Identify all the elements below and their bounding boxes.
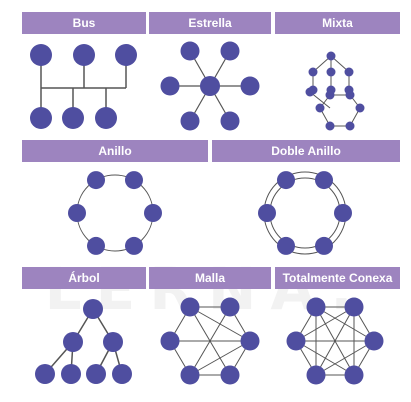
mixed-node: [326, 67, 336, 77]
double-ring-node: [277, 171, 295, 190]
full-node: [364, 331, 384, 351]
header-malla: Malla: [149, 267, 271, 289]
malla-topology: [160, 297, 260, 385]
mesh-link-line: [189, 306, 251, 342]
mixta-topology: [305, 51, 365, 131]
arbol-topology: [35, 299, 132, 384]
header-anillo: Anillo: [22, 140, 208, 162]
ring-node: [87, 171, 105, 190]
header-doble-anillo: Doble Anillo: [212, 140, 400, 162]
star-node: [180, 41, 200, 61]
double-ring-node: [258, 204, 276, 222]
estrella-topology: [160, 41, 260, 131]
inner-ring-line: [269, 177, 341, 249]
header-bus: Bus: [22, 12, 146, 34]
full-link-line: [295, 306, 355, 342]
mesh-node: [220, 297, 240, 317]
ring-node: [144, 204, 162, 222]
bus-node: [95, 107, 117, 129]
totalmente-conexa-topology: [286, 297, 384, 385]
mixed-node: [344, 67, 354, 77]
star-node: [220, 111, 240, 131]
tree-node: [61, 364, 81, 384]
star-node: [240, 76, 260, 96]
mixed-node: [305, 87, 315, 97]
anillo-topology: [68, 171, 162, 255]
header-arbol: Árbol: [22, 267, 146, 289]
full-link-line: [295, 340, 355, 376]
mesh-node: [180, 297, 200, 317]
ring-node: [68, 204, 86, 222]
mesh-node: [180, 365, 200, 385]
full-node: [306, 297, 326, 317]
mixed-node: [315, 103, 325, 113]
mesh-node: [160, 331, 180, 351]
tree-node: [103, 332, 123, 352]
header-estrella: Estrella: [149, 12, 271, 34]
full-node: [344, 365, 364, 385]
full-node: [286, 331, 306, 351]
double-ring-node: [315, 171, 333, 190]
tree-node: [86, 364, 106, 384]
bus-topology: [30, 44, 137, 129]
outer-ring-line: [263, 171, 347, 255]
bus-node: [73, 44, 95, 66]
full-node: [344, 297, 364, 317]
mixed-node: [345, 121, 355, 131]
mesh-link-line: [189, 340, 251, 376]
mixed-node: [325, 121, 335, 131]
mixed-node: [326, 51, 336, 61]
mixed-node: [308, 67, 318, 77]
double-ring-node: [277, 236, 295, 255]
ring-node: [125, 236, 143, 255]
bus-node: [62, 107, 84, 129]
double-ring-node: [315, 236, 333, 255]
tree-node: [112, 364, 132, 384]
ring-line: [76, 174, 154, 252]
star-node: [220, 41, 240, 61]
header-totalmente-conexa: Totalmente Conexa: [275, 267, 400, 289]
star-node: [180, 111, 200, 131]
mixed-node: [345, 90, 355, 100]
full-link-line: [315, 340, 375, 376]
star-hub-node: [200, 76, 220, 96]
mesh-node: [220, 365, 240, 385]
ring-node: [125, 171, 143, 190]
bus-node: [30, 107, 52, 129]
bus-node: [30, 44, 52, 66]
tree-node: [83, 299, 103, 319]
tree-node: [35, 364, 55, 384]
star-node: [160, 76, 180, 96]
doble-anillo-topology: [258, 171, 352, 255]
full-node: [306, 365, 326, 385]
mixed-node: [325, 90, 335, 100]
mesh-node: [240, 331, 260, 351]
mixed-node: [355, 103, 365, 113]
header-mixta: Mixta: [275, 12, 400, 34]
ring-node: [87, 236, 105, 255]
bus-node: [115, 44, 137, 66]
tree-node: [63, 332, 83, 352]
double-ring-node: [334, 204, 352, 222]
